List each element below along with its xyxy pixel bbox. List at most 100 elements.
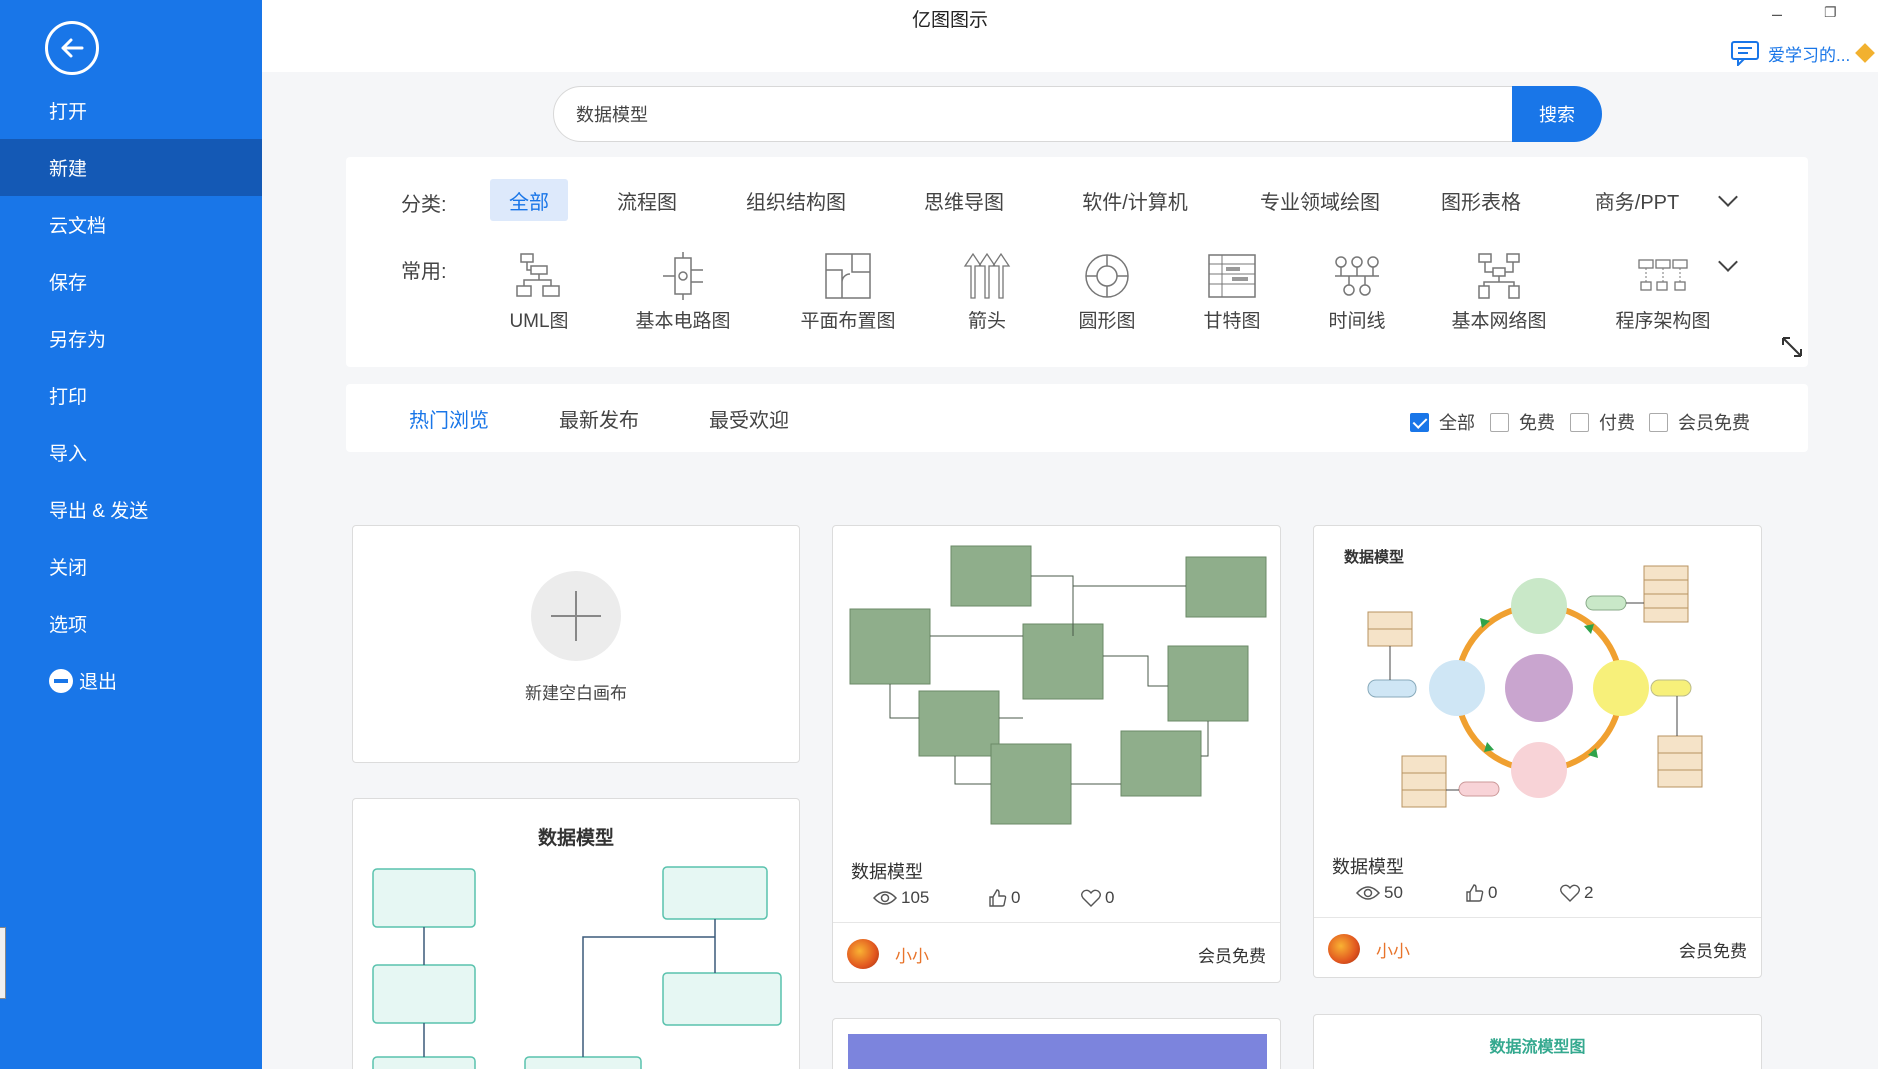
common-floor-plan[interactable]: 平面布置图 bbox=[783, 252, 913, 333]
common-uml[interactable]: UML图 bbox=[474, 252, 604, 333]
user-menu[interactable]: 爱学习的... bbox=[1730, 40, 1876, 66]
category-software[interactable]: 软件/计算机 bbox=[1082, 191, 1188, 214]
filter-member-free-checkbox[interactable]: 会员免费 bbox=[1649, 409, 1750, 435]
timeline-icon bbox=[1335, 256, 1379, 296]
title-bar: 亿图图示 – ❐ 爱学习的... bbox=[262, 0, 1878, 72]
new-blank-canvas-card[interactable]: 新建空白画布 bbox=[352, 525, 800, 763]
plus-icon bbox=[531, 571, 621, 661]
like-count[interactable]: 0 bbox=[989, 888, 1020, 908]
template-thumbnail bbox=[848, 1034, 1267, 1069]
filter-paid-checkbox[interactable]: 付费 bbox=[1570, 409, 1635, 435]
circle-diagram-icon bbox=[1085, 254, 1129, 298]
template-footer: 小小 会员免费 bbox=[833, 922, 1280, 982]
template-footer: 小小 会员免费 bbox=[1314, 917, 1761, 977]
uml-icon bbox=[516, 253, 560, 297]
arrow-left-icon bbox=[61, 38, 84, 58]
circuit-icon bbox=[663, 252, 703, 300]
common-architecture[interactable]: 程序架构图 bbox=[1598, 252, 1728, 333]
category-business-ppt[interactable]: 商务/PPT bbox=[1594, 191, 1680, 214]
eye-icon bbox=[873, 891, 897, 905]
search-button[interactable]: 搜索 bbox=[1512, 86, 1602, 142]
checkbox-icon bbox=[1649, 412, 1668, 432]
minus-circle-icon bbox=[49, 668, 73, 693]
heart-icon bbox=[1081, 889, 1101, 907]
sidebar-item-open[interactable]: 打开 bbox=[49, 102, 88, 123]
sidebar-item-exit[interactable]: 退出 bbox=[0, 652, 262, 709]
sidebar-item-print[interactable]: 打印 bbox=[49, 387, 88, 408]
common-circle-diagram[interactable]: 圆形图 bbox=[1042, 252, 1172, 333]
template-card[interactable]: 数据流模型图 bbox=[1313, 1014, 1762, 1069]
author-name[interactable]: 小小 bbox=[895, 947, 929, 966]
sidebar-item-cloud[interactable]: 云文档 bbox=[49, 216, 107, 237]
template-card[interactable] bbox=[832, 1018, 1281, 1069]
fullscreen-icon[interactable] bbox=[1780, 335, 1804, 359]
search-input[interactable]: 数据模型 bbox=[553, 86, 1513, 142]
template-thumbnail bbox=[849, 545, 1267, 825]
category-org-chart[interactable]: 组织结构图 bbox=[746, 191, 846, 214]
thumbnail-title: 数据模型 bbox=[537, 828, 614, 849]
tab-latest[interactable]: 最新发布 bbox=[559, 410, 639, 432]
sidebar-item-close[interactable]: 关闭 bbox=[49, 558, 88, 579]
category-flowchart[interactable]: 流程图 bbox=[617, 191, 677, 214]
sidebar-item-save[interactable]: 保存 bbox=[49, 273, 88, 294]
template-title: 数据模型 bbox=[1332, 857, 1404, 877]
architecture-icon bbox=[1638, 259, 1688, 291]
common-circuit[interactable]: 基本电路图 bbox=[618, 252, 748, 333]
category-graphic-table[interactable]: 图形表格 bbox=[1441, 191, 1521, 214]
category-label: 分类: bbox=[401, 194, 447, 216]
category-mind-map[interactable]: 思维导图 bbox=[924, 191, 1004, 214]
view-count: 105 bbox=[873, 888, 929, 908]
gantt-icon bbox=[1208, 254, 1256, 298]
checkbox-icon bbox=[1490, 412, 1509, 432]
favorite-count[interactable]: 2 bbox=[1560, 883, 1593, 903]
avatar[interactable] bbox=[847, 939, 879, 969]
heart-icon bbox=[1560, 884, 1580, 902]
template-title: 数据模型 bbox=[851, 862, 923, 882]
category-expand-chevron-icon[interactable] bbox=[1718, 187, 1738, 207]
thumbnail-title: 数据流模型图 bbox=[1489, 1039, 1586, 1056]
checkbox-icon bbox=[1570, 412, 1589, 432]
sidebar-item-options[interactable]: 选项 bbox=[49, 615, 88, 636]
message-icon bbox=[1731, 41, 1759, 66]
sidebar-item-save-as[interactable]: 另存为 bbox=[49, 330, 107, 351]
common-label: 常用: bbox=[401, 261, 447, 283]
filter-bar: 热门浏览 最新发布 最受欢迎 全部 免费 付费 会员免费 bbox=[346, 384, 1808, 452]
common-network[interactable]: 基本网络图 bbox=[1434, 252, 1564, 333]
minimize-button[interactable]: – bbox=[1772, 4, 1783, 24]
eye-icon bbox=[1356, 886, 1380, 900]
template-card[interactable]: 数据模型 数据模型 50 0 2 小小 会员免费 bbox=[1313, 525, 1762, 978]
restore-button[interactable]: ❐ bbox=[1824, 4, 1837, 20]
filter-free-checkbox[interactable]: 免费 bbox=[1490, 409, 1555, 435]
price-label: 会员免费 bbox=[1198, 947, 1266, 966]
sidebar-collapse-handle[interactable] bbox=[0, 927, 6, 999]
arrow-shapes-icon bbox=[963, 252, 1011, 299]
template-card[interactable]: 数据模型 bbox=[352, 798, 800, 1069]
favorite-count[interactable]: 0 bbox=[1081, 888, 1114, 908]
category-professional[interactable]: 专业领域绘图 bbox=[1260, 191, 1380, 214]
common-gantt[interactable]: 甘特图 bbox=[1167, 252, 1297, 333]
like-count[interactable]: 0 bbox=[1466, 883, 1497, 903]
category-panel: 分类: 全部 流程图 组织结构图 思维导图 软件/计算机 专业领域绘图 图形表格… bbox=[346, 157, 1808, 367]
common-arrow[interactable]: 箭头 bbox=[922, 252, 1052, 333]
author-name[interactable]: 小小 bbox=[1376, 942, 1410, 961]
common-timeline[interactable]: 时间线 bbox=[1292, 252, 1422, 333]
category-all[interactable]: 全部 bbox=[490, 179, 568, 221]
back-button[interactable] bbox=[45, 21, 99, 75]
vip-badge-icon bbox=[1855, 43, 1876, 63]
thumbs-up-icon bbox=[989, 889, 1007, 907]
floor-plan-icon bbox=[825, 253, 871, 299]
avatar[interactable] bbox=[1328, 934, 1360, 964]
sidebar: 打开 新建 云文档 保存 另存为 打印 导入 导出 & 发送 关闭 选项 退出 bbox=[0, 0, 262, 1069]
sidebar-item-new[interactable]: 新建 bbox=[0, 139, 262, 196]
sidebar-item-import[interactable]: 导入 bbox=[49, 444, 88, 465]
template-card[interactable]: 数据模型 105 0 0 小小 会员免费 bbox=[832, 525, 1281, 983]
filter-all-checkbox[interactable]: 全部 bbox=[1410, 409, 1475, 435]
template-thumbnail bbox=[372, 866, 782, 1069]
thumbnail-title: 数据模型 bbox=[1344, 549, 1405, 566]
tab-hot[interactable]: 热门浏览 bbox=[409, 410, 489, 432]
tab-popular[interactable]: 最受欢迎 bbox=[709, 410, 789, 432]
network-icon bbox=[1478, 253, 1520, 299]
sidebar-item-export[interactable]: 导出 & 发送 bbox=[49, 501, 149, 522]
view-count: 50 bbox=[1356, 883, 1403, 903]
thumbs-up-icon bbox=[1466, 884, 1484, 902]
